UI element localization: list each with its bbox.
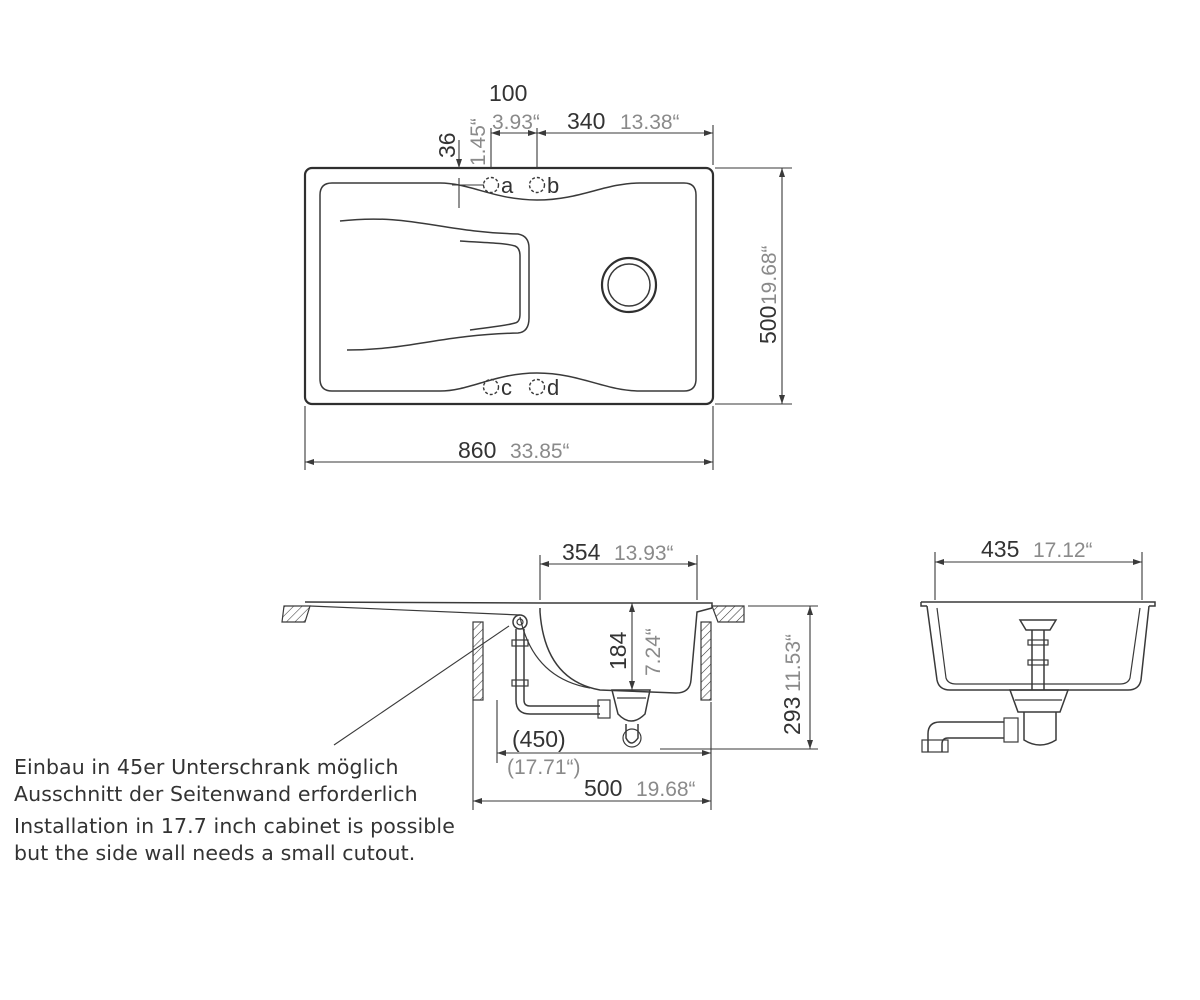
dim-width-inch: 33.85“ — [510, 440, 570, 463]
front-bowl-outer — [926, 605, 1150, 691]
side-view: 354 13.93“ 184 7.24“ 293 11.53“ (450) (1… — [281, 539, 818, 810]
dim-bowl-edge-value: 340 — [567, 108, 605, 134]
dim-cabinet-value: (450) — [512, 726, 566, 752]
note-de-line-1: Einbau in 45er Unterschrank möglich — [14, 755, 399, 779]
dim-bowl-width-inch: 13.93“ — [614, 542, 674, 565]
dim-tap-depth-value: 36 — [434, 132, 460, 158]
dim-depth-inch: 19.68“ — [758, 245, 781, 305]
sink-outline — [303, 166, 715, 406]
worktop-left — [281, 605, 311, 623]
front-standpipe — [1018, 619, 1058, 690]
dim-width-value: 860 — [458, 437, 496, 463]
note-en-line-1: Installation in 17.7 inch cabinet is pos… — [14, 814, 455, 838]
cabinet-wall-right — [700, 621, 712, 701]
drain-outer — [600, 256, 658, 314]
worktop-right — [711, 605, 745, 623]
note-leader-line — [333, 625, 510, 746]
dim-bowl-depth-value: 184 — [605, 631, 631, 670]
tap-label-c: c — [501, 375, 512, 400]
dim-bowl-width-value: 354 — [562, 539, 601, 565]
drainer-groove-inner — [459, 240, 521, 331]
front-waste-pipe — [927, 721, 1004, 752]
drain-inner — [607, 263, 651, 307]
dim-offset-value: 100 — [489, 80, 527, 106]
dim-bowl-depth-inch: 7.24“ — [642, 628, 665, 676]
front-trap-nut — [1003, 717, 1019, 743]
dim-front-width-inch: 17.12“ — [1033, 539, 1093, 562]
dim-sink-depth-value: 500 — [584, 775, 622, 801]
tap-label-a: a — [501, 173, 514, 198]
front-bowl-inner — [936, 607, 1141, 685]
dim-total-height-inch: 11.53“ — [782, 634, 805, 692]
tap-hole-d — [528, 378, 546, 396]
drainer-rim — [304, 601, 713, 608]
dim-depth-value: 500 — [755, 306, 781, 344]
bowl-profile-outer — [539, 607, 713, 694]
tap-hole-a — [482, 176, 500, 194]
dim-tap-depth-inch: 1.45“ — [467, 118, 490, 166]
tap-hole-c — [482, 378, 500, 396]
front-view: 435 17.12“ — [920, 536, 1156, 753]
bowl-profile-inner — [519, 616, 591, 689]
tap-label-b: b — [547, 173, 559, 198]
top-view: a b c d 100 3.93“ 340 13.38“ 36 1.45“ 50… — [303, 80, 792, 470]
dim-bowl-edge-inch: 13.38“ — [620, 111, 680, 134]
tap-label-d: d — [547, 375, 559, 400]
sink-inner-contour — [319, 182, 697, 392]
dim-front-width-value: 435 — [981, 536, 1019, 562]
drainer-groove-outer — [339, 218, 530, 351]
front-trap — [1023, 712, 1057, 746]
cabinet-wall-left — [472, 621, 484, 701]
trap — [625, 724, 639, 744]
dim-sink-depth-inch: 19.68“ — [636, 778, 696, 801]
overflow-fitting — [512, 614, 528, 630]
dim-total-height-value: 293 — [779, 697, 805, 735]
front-drain — [1008, 689, 1070, 713]
front-rim — [920, 601, 1156, 607]
drain-strainer — [611, 689, 651, 722]
note-en-line-2: but the side wall needs a small cutout. — [14, 841, 416, 865]
overflow-pipe — [515, 629, 525, 700]
tap-hole-b — [528, 176, 546, 194]
note-de-line-2: Ausschnitt der Seitenwand erforderlich — [14, 782, 418, 806]
dim-offset-inch: 3.93“ — [492, 111, 540, 134]
dim-cabinet-inch: (17.71“) — [507, 756, 581, 779]
